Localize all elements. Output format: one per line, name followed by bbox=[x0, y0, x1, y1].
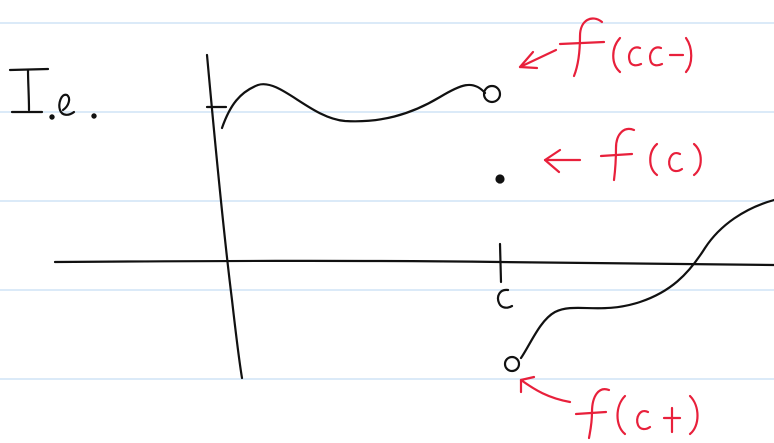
interval-label-glyphs bbox=[8, 67, 97, 120]
value-label-glyphs bbox=[599, 127, 702, 182]
left-limit-label-glyphs bbox=[558, 17, 693, 78]
x-axis bbox=[53, 259, 774, 267]
curve-right-branch bbox=[519, 198, 774, 360]
open-circle-left-limit bbox=[482, 84, 502, 104]
curve-left-branch bbox=[220, 83, 487, 130]
ruled-lines bbox=[0, 22, 774, 380]
arrow-left-limit bbox=[518, 48, 558, 70]
black-ink bbox=[8, 53, 774, 380]
c-tick-mark bbox=[498, 242, 503, 284]
y-axis bbox=[205, 53, 244, 380]
arrow-right-limit bbox=[519, 375, 572, 404]
arrow-value bbox=[543, 148, 582, 174]
c-glyph bbox=[496, 288, 514, 309]
red-annotations bbox=[518, 17, 702, 440]
right-limit-label-glyphs bbox=[574, 388, 699, 440]
filled-dot-value bbox=[495, 174, 505, 184]
open-circle-right-limit bbox=[503, 355, 521, 373]
